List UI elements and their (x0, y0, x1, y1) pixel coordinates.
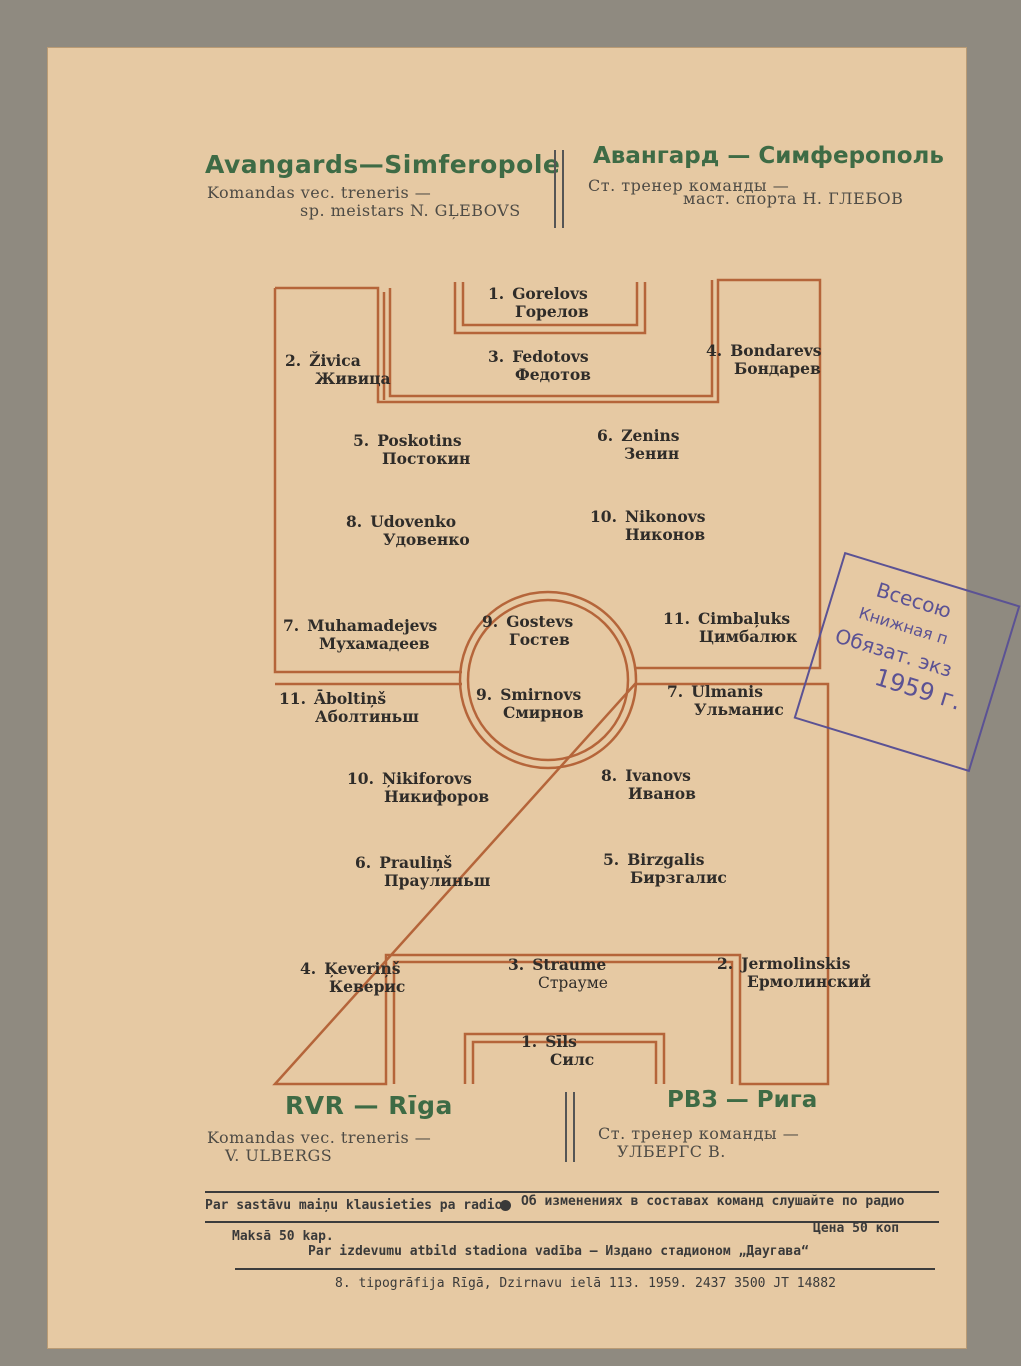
pitch-top-boundary-right (275, 278, 822, 670)
home-title-cyrillic: Авангард — Симферополь (593, 143, 944, 169)
away-coach-cyrillic-line2: УЛБЕРГС В. (617, 1142, 726, 1161)
bottom-goal-area (463, 1032, 666, 1084)
home-coach-latvian-line2: sp. meistars N. GĻEBOVS (300, 201, 521, 220)
top-goal-area (453, 282, 647, 335)
home-coach-latvian-line1: Komandas vec. treneris — (207, 183, 432, 202)
radio-notice-latvian: Par sastāvu maiņu klausieties pa radio (205, 1198, 503, 1213)
printer-imprint: 8. tipogrāfija Rīgā, Dzirnavu ielā 113. … (335, 1276, 836, 1291)
home-coach-cyrillic-line1: Ст. тренер команды — (588, 176, 790, 195)
footer-rule-middle (205, 1221, 939, 1223)
pitch-bottom-boundary (272, 682, 830, 1086)
footer-rule-bottom (235, 1268, 935, 1270)
price-cyrillic: Цена 50 коп (813, 1221, 900, 1236)
bottom-penalty-area (392, 960, 734, 1084)
away-title-cyrillic: РВЗ — Рига (667, 1087, 818, 1113)
footer-rule-top (205, 1191, 939, 1193)
top-penalty-area (388, 280, 714, 398)
away-coach-latvian-line2: V. ULBERGS (225, 1146, 333, 1165)
home-coach-cyrillic-line2: маст. спорта Н. ГЛЕБОВ (683, 189, 904, 208)
away-coach-latvian-line1: Komandas vec. treneris — (207, 1128, 432, 1147)
program-sheet (48, 48, 966, 1348)
home-title-latvian: Avangards—Simferopole (205, 150, 561, 179)
away-title-latvian: RVR — Rīga (285, 1091, 453, 1120)
away-coach-cyrillic-line1: Ст. тренер команды — (598, 1124, 800, 1143)
header-divider (554, 150, 564, 228)
center-circle (458, 590, 638, 770)
price-latvian: Maksā 50 kap. (232, 1229, 334, 1244)
pitch-top-boundary-left (273, 288, 462, 674)
bullet-dot (500, 1200, 511, 1211)
footer-divider (565, 1092, 575, 1162)
radio-notice-cyrillic: Об изменениях в составах команд слушайте… (521, 1194, 905, 1209)
publisher-note: Par izdevumu atbild stadiona vadība — Из… (308, 1244, 809, 1259)
